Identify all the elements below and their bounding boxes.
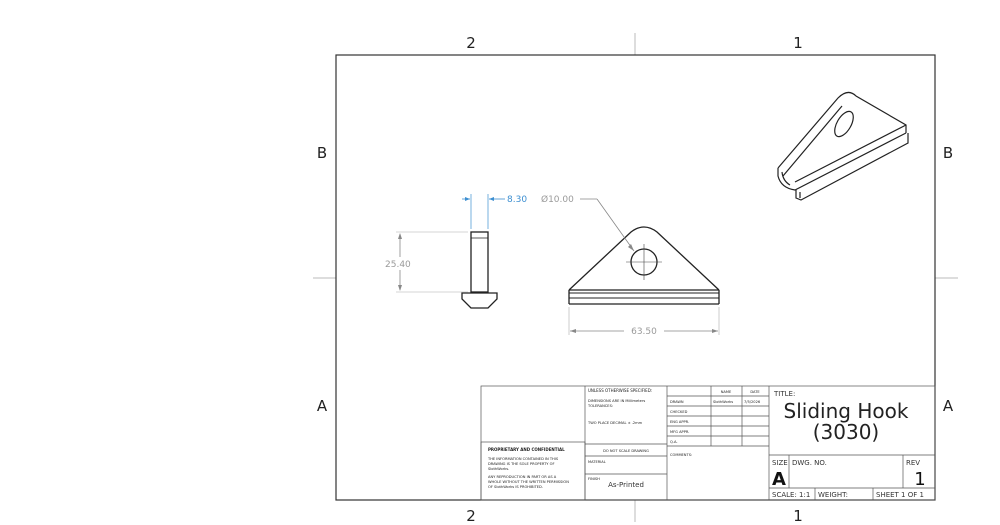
tb-finish: FINISH [588,477,600,481]
dim-hole-diameter-label: Ø10.00 [541,194,574,205]
zone-label-top-left: 2 [466,34,476,52]
side-view [461,231,498,309]
tb-comments: COMMENTS: [670,453,692,457]
dim-hole-diameter: Ø10.00 [541,194,635,252]
tb-size-value: A [772,469,786,490]
title-block [480,385,936,501]
tb-eng-appr: ENG APPR. [670,420,689,424]
tb-drawn-date: 7/5/2026 [744,400,761,404]
tb-prop-line5: WHOLE WITHOUT THE WRITTEN PERMISSION [488,480,569,484]
zone-label-left-bottom: A [317,397,328,415]
tb-qa: Q.A. [670,440,678,444]
tb-rev-label: REV [906,459,920,467]
dim-height-side-label: 25.40 [385,260,411,270]
zone-label-bottom-right: 1 [793,507,803,525]
dim-height-side: 25.40 [385,231,468,293]
tb-size-label: SIZE [772,459,788,467]
zone-label-right-top: B [943,144,953,162]
tb-title-label: TITLE: [773,390,795,398]
tb-two-place: TWO PLACE DECIMAL ± .2mm [587,421,643,425]
tb-prop-line3: SlothWorks. [488,467,509,471]
drawing-title-line2: (3030) [813,420,880,444]
dim-width-side-label: 8.30 [507,195,527,205]
tb-scale: SCALE: 1:1 [772,491,810,499]
tb-dims-line1: DIMENSIONS ARE IN Millimeters [588,399,645,403]
tb-finish-value: As-Printed [608,481,644,489]
tb-prop-line1: THE INFORMATION CONTAINED IN THIS [487,457,559,461]
tb-drawn-name: SlothWorks [713,400,733,404]
tb-sheet: SHEET 1 OF 1 [876,491,924,499]
tb-prop-line2: DRAWING IS THE SOLE PROPERTY OF [488,462,555,466]
dim-width-side: 8.30 [462,194,527,229]
tb-prop-line4: ANY REPRODUCTION IN PART OR AS A [488,475,557,479]
tb-drawn: DRAWN [670,400,684,404]
tb-mfg-appr: MFG APPR. [670,430,689,434]
tb-rev-value: 1 [914,469,925,490]
tb-prop-line6: OF SlothWorks IS PROHIBITED. [488,485,543,489]
dim-base-length-label: 63.50 [631,327,657,337]
tb-proprietary: PROPRIETARY AND CONFIDENTIAL [488,447,565,452]
zone-label-left-top: B [317,144,327,162]
zone-label-bottom-left: 2 [466,507,476,525]
tb-unless-specified: UNLESS OTHERWISE SPECIFIED: [588,388,652,393]
tb-do-not-scale: DO NOT SCALE DRAWING [603,449,649,453]
tb-dwg-no-label: DWG. NO. [792,459,827,467]
tb-material: MATERIAL [588,460,606,464]
tb-name-header: NAME [721,390,732,394]
zone-label-right-bottom: A [943,397,954,415]
zone-label-top-right: 1 [793,34,803,52]
dim-base-length: 63.50 [568,307,720,337]
tb-dims-line2: TOLERANCES: [587,404,613,408]
tb-checked: CHECKED [670,410,688,414]
tb-weight: WEIGHT: [818,491,848,499]
hole-centermark [626,244,662,280]
drawing-title-line1: Sliding Hook [784,399,909,423]
tb-date-header: DATE [750,390,760,394]
isometric-view [777,91,909,201]
